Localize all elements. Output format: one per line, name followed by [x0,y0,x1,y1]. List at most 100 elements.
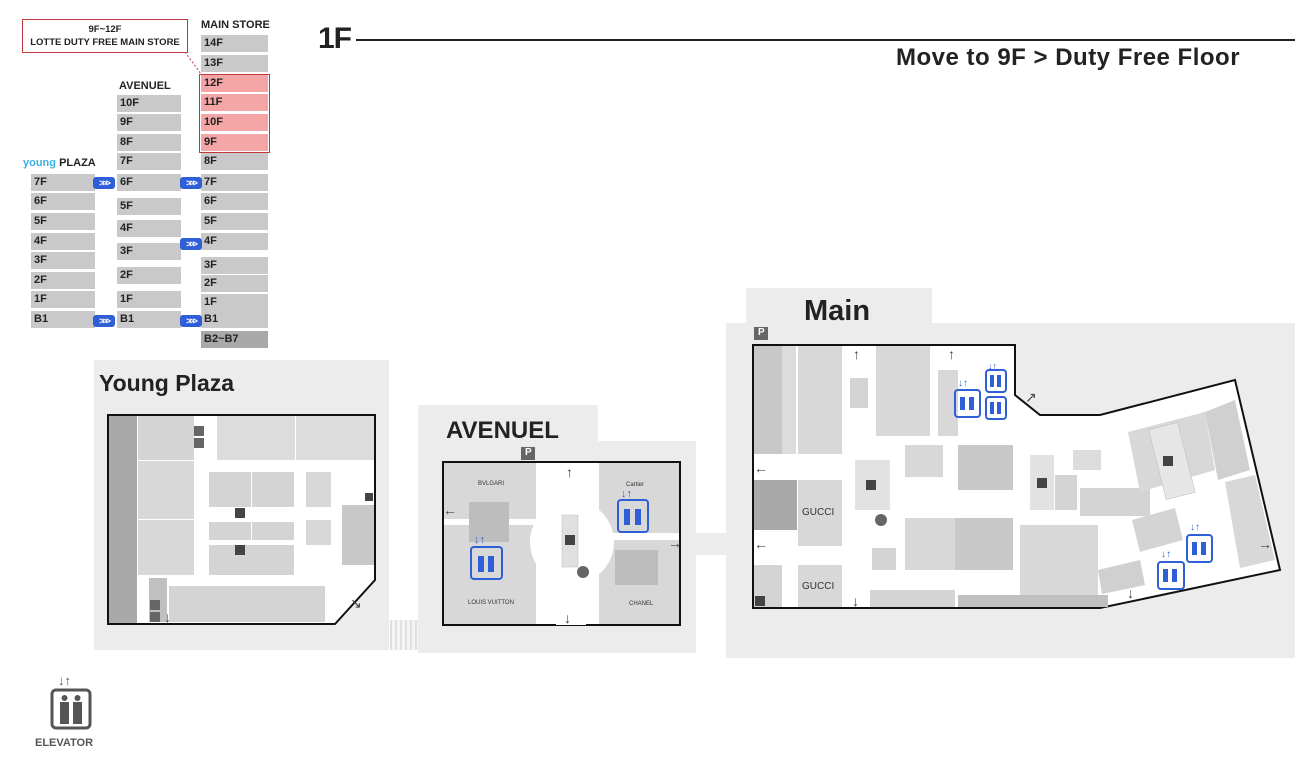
main-title-tab [746,288,932,328]
floor-button-6f[interactable]: 6F [201,193,268,210]
avenuel-header: AVENUEL [119,80,171,92]
young-plaza-title-tab [94,360,254,400]
connection-chevron-icon: >>> [93,177,115,189]
elevator-legend-arrows-icon: ↓↑ [58,673,71,688]
arrow-icon: → [668,535,682,551]
floor-button-b1[interactable]: B1 [117,311,181,328]
floor-button-5f[interactable]: 5F [201,213,268,230]
floor-button-9f[interactable]: 9F [117,114,181,131]
floor-button-14f[interactable]: 14F [201,35,268,52]
info-icon [577,514,887,578]
avenuel-main-passage [680,533,730,555]
floor-button-5f[interactable]: 5F [31,213,95,230]
elevator-arrows-icon: ↓↑ [988,361,997,371]
young-plaza-plan [107,414,376,625]
floor-button-3f[interactable]: 3F [201,257,268,274]
main-plan [752,344,1282,609]
floor-button-4f[interactable]: 4F [201,233,268,250]
store-chanel[interactable]: CHANEL [629,601,654,607]
young-plaza-header-colored: young [23,157,56,169]
floor-button-8f[interactable]: 8F [117,134,181,151]
arrow-icon: ← [443,502,457,518]
parking-label: P [758,327,765,338]
floor-button-12f[interactable]: 12F [201,75,268,92]
floor-button-3f[interactable]: 3F [31,252,95,269]
move-to-duty-free-link[interactable]: Move to 9F > Duty Free Floor [896,44,1241,71]
floor-button-7f[interactable]: 7F [201,174,268,191]
floor-button-1f[interactable]: 1F [31,291,95,308]
floor-button-b1[interactable]: B1 [201,311,268,328]
arrow-icon: ↗ [1025,389,1037,405]
floor-button-2f[interactable]: 2F [117,267,181,284]
duty-free-name: LOTTE DUTY FREE MAIN STORE [30,37,180,48]
arrow-icon: ↑ [853,346,860,362]
store-gucci[interactable]: GUCCI [802,581,835,592]
floor-button-13f[interactable]: 13F [201,55,268,72]
duty-free-highlight-box [199,74,270,153]
young-avenuel-passage [390,620,418,650]
duty-free-range: 9F~12F [88,24,122,35]
duty-free-connector [184,51,202,75]
parking-icon [521,327,768,460]
floor-button-4f[interactable]: 4F [31,233,95,250]
store-gucci[interactable]: GUCCI [802,507,835,518]
floor-button-2f[interactable]: 2F [31,272,95,289]
elevator-arrows-icon: ↓↑ [958,378,968,389]
elevator-legend-icon [50,688,92,730]
main-store-header: MAIN STORE [201,19,270,31]
floor-button-6f[interactable]: 6F [117,174,181,191]
arrow-icon: ↓ [1127,585,1134,601]
floor-button-3f[interactable]: 3F [117,243,181,260]
arrow-icon: ← [754,536,768,552]
floor-button-9f[interactable]: 9F [201,134,268,151]
young-plaza-header-text: PLAZA [59,157,96,169]
escalator-icon [235,456,1173,606]
store-cartier[interactable]: Cartier [626,482,645,488]
elevator-arrows-icon: ↓↑ [1161,549,1171,560]
floor-button-5f[interactable]: 5F [117,198,181,215]
floor-title: 1F [318,22,352,55]
floor-button-10f[interactable]: 10F [117,95,181,112]
store-bvlgari[interactable]: BVLGARI [478,481,505,487]
parking-label: P [525,447,532,458]
floor-button-b2-b7[interactable]: B2~B7 [201,331,268,348]
store-louis-vuitton[interactable]: LOUIS VUITTON [468,600,514,606]
elevator-arrows-icon: ↓↑ [621,488,632,500]
connection-chevron-icon: >>> [93,315,115,327]
floor-button-7f[interactable]: 7F [117,153,181,170]
arrow-icon: ↑ [948,346,955,362]
young-plaza-header: young PLAZA [23,157,96,169]
floor-button-b1[interactable]: B1 [31,311,95,328]
floor-button-8f[interactable]: 8F [201,153,268,170]
arrow-icon: ↓ [564,610,571,626]
elevator-arrows-icon: ↓↑ [1190,522,1200,533]
floor-button-2f[interactable]: 2F [201,275,268,292]
young-plaza-title: Young Plaza [99,370,235,396]
connection-chevron-icon: >>> [180,238,202,250]
floor-button-11f[interactable]: 11F [201,94,268,111]
elevator-icon [470,369,1213,590]
duty-free-box[interactable]: 9F~12F LOTTE DUTY FREE MAIN STORE [22,19,188,53]
restroom-icon [150,426,204,622]
avenuel-plan [442,461,681,626]
connection-chevron-icon: >>> [180,315,202,327]
arrow-icon: → [1258,536,1272,552]
arrow-icon: ↑ [566,464,573,480]
arrow-icon: ↘ [350,595,362,611]
arrow-icon: ↓ [852,593,859,609]
floor-button-1f[interactable]: 1F [201,294,268,311]
floor-button-6f[interactable]: 6F [31,193,95,210]
header-divider [356,39,1295,41]
arrow-icon: ← [754,460,768,476]
arrow-icon: ↓ [164,609,171,625]
elevator-arrows-icon: ↓↑ [474,534,485,546]
elevator-legend-label: ELEVATOR [35,737,94,749]
main-title: Main [804,295,871,327]
floor-button-4f[interactable]: 4F [117,220,181,237]
floor-button-10f[interactable]: 10F [201,114,268,131]
floor-button-1f[interactable]: 1F [117,291,181,308]
connection-chevron-icon: >>> [180,177,202,189]
avenuel-title-tab [418,405,598,445]
floor-button-7f[interactable]: 7F [31,174,95,191]
